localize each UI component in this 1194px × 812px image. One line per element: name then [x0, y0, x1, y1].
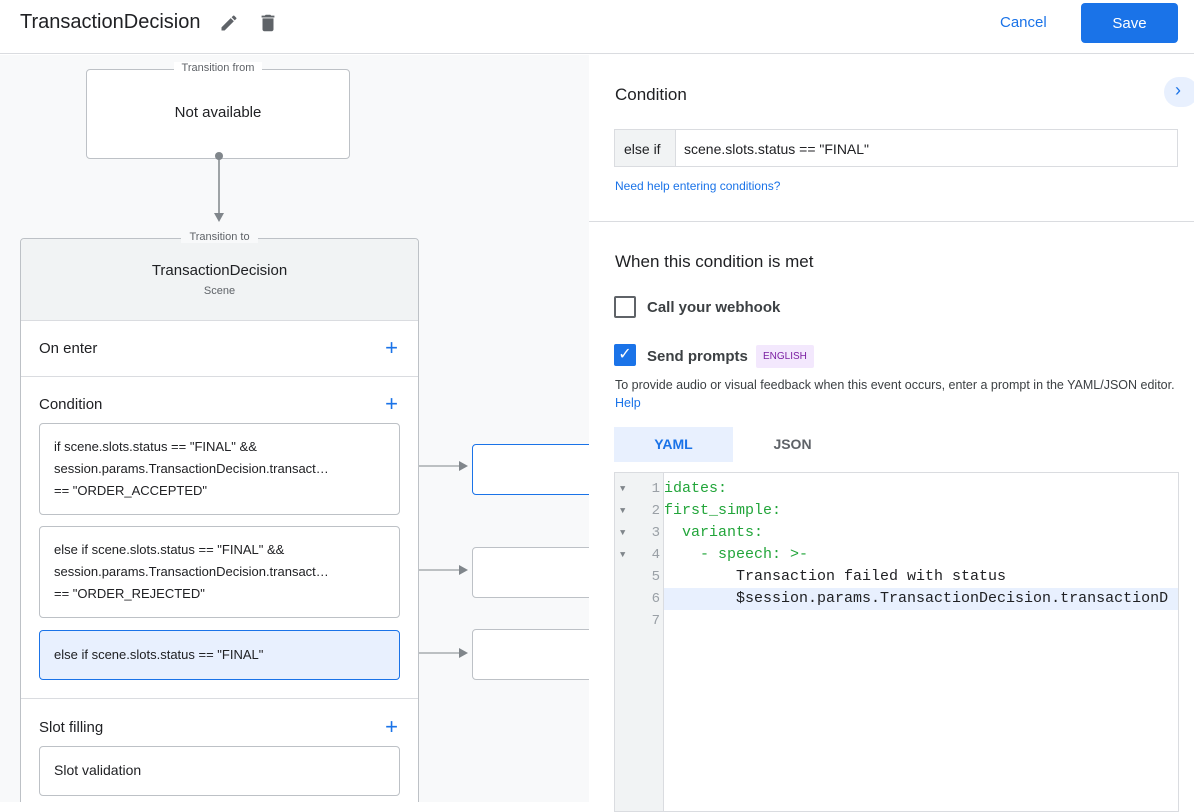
condition-help-link[interactable]: Need help entering conditions? — [615, 179, 781, 193]
add-icon[interactable]: + — [385, 391, 398, 416]
line-number: 6 — [651, 591, 660, 607]
fold-icon[interactable]: ▼ — [620, 484, 626, 494]
flow-canvas: Transition from Not available Transition… — [0, 55, 589, 802]
transition-to-legend: Transition to — [181, 231, 258, 243]
condition-panel: › Condition else if scene.slots.status =… — [589, 55, 1194, 812]
on-enter-label: On enter — [39, 340, 98, 357]
webhook-checkbox[interactable] — [614, 296, 636, 318]
transition-target[interactable] — [472, 629, 589, 680]
scene-card: Transition to TransactionDecision Scene … — [20, 231, 419, 802]
code-line: 3 ▼ variants: — [620, 522, 1178, 544]
line-number: 7 — [651, 613, 660, 629]
top-bar: TransactionDecision Cancel Save — [0, 0, 1194, 54]
code-text: Transaction failed with status — [664, 568, 1007, 585]
code-text: $session.params.TransactionDecision.tran… — [664, 590, 1169, 607]
condition-line: else if scene.slots.status == "FINAL" — [54, 647, 264, 662]
edit-icon[interactable] — [219, 13, 239, 33]
code-line: 5 Transaction failed with status — [652, 566, 1178, 588]
line-number: 2 — [651, 503, 660, 519]
on-enter-section[interactable]: On enter + — [21, 320, 418, 376]
transition-from-legend: Transition from — [173, 62, 263, 74]
code-text: idates: — [664, 480, 728, 497]
code-line: 7 — [652, 610, 1178, 632]
delete-icon[interactable] — [257, 11, 279, 35]
transition-from-box: Transition from Not available — [86, 62, 350, 159]
webhook-label: Call your webhook — [647, 299, 781, 316]
collapse-panel-icon[interactable]: › — [1164, 77, 1194, 107]
code-line: 4 ▼ - speech: >- — [620, 544, 1178, 566]
save-button[interactable]: Save — [1081, 3, 1178, 43]
code-text: first_simple: — [664, 502, 782, 519]
editor-gutter — [615, 473, 664, 811]
condition-value[interactable]: scene.slots.status == "FINAL" — [684, 141, 870, 157]
transition-target[interactable] — [472, 444, 589, 495]
divider — [589, 221, 1194, 222]
prompt-description: To provide audio or visual feedback when… — [615, 376, 1175, 412]
line-number: 5 — [651, 569, 660, 585]
condition-input[interactable]: else if scene.slots.status == "FINAL" — [614, 129, 1178, 167]
code-line: 2 ▼ first_simple: — [620, 500, 1178, 522]
condition-title: Condition — [615, 85, 687, 104]
slot-filling-section: Slot filling + Slot validation — [21, 698, 418, 802]
yaml-editor[interactable]: 1 ▼ idates:2 ▼ first_simple:3 ▼ variants:4 ▼ -… — [614, 472, 1179, 812]
page-title: TransactionDecision — [20, 11, 201, 33]
description-text: To provide audio or visual feedback when… — [615, 378, 1175, 392]
condition-item[interactable]: if scene.slots.status == "FINAL" && sess… — [39, 423, 400, 515]
help-link[interactable]: Help — [615, 396, 641, 410]
scene-name: TransactionDecision — [151, 262, 288, 279]
slot-validation-item[interactable]: Slot validation — [39, 746, 400, 796]
transition-from-value: Not available — [174, 104, 262, 121]
language-badge: ENGLISH — [756, 345, 814, 368]
transition-target[interactable] — [472, 547, 589, 598]
fold-icon[interactable]: ▼ — [620, 506, 626, 516]
condition-line: session.params.TransactionDecision.trans… — [54, 461, 329, 476]
add-icon[interactable]: + — [385, 714, 398, 739]
tab-yaml[interactable]: YAML — [614, 427, 733, 462]
prompts-checkbox[interactable]: ✓ — [614, 344, 636, 366]
scene-type: Scene — [203, 285, 236, 297]
condition-item[interactable]: else if scene.slots.status == "FINAL" &&… — [39, 526, 400, 618]
condition-prefix: else if — [615, 130, 676, 166]
condition-line: if scene.slots.status == "FINAL" && — [54, 439, 257, 454]
code-text: variants: — [664, 524, 764, 541]
code-line: 6 $session.params.TransactionDecision.tr… — [652, 588, 1178, 610]
line-number: 3 — [651, 525, 660, 541]
cancel-button[interactable]: Cancel — [1000, 14, 1047, 31]
met-title: When this condition is met — [615, 252, 814, 271]
fold-icon[interactable]: ▼ — [620, 528, 626, 538]
prompts-label: Send prompts — [647, 348, 748, 365]
add-icon[interactable]: + — [385, 335, 398, 360]
line-number: 1 — [651, 481, 660, 497]
condition-line: == "ORDER_ACCEPTED" — [54, 483, 207, 498]
fold-icon[interactable]: ▼ — [620, 550, 626, 560]
condition-line: session.params.TransactionDecision.trans… — [54, 564, 329, 579]
slot-validation-label: Slot validation — [54, 762, 142, 778]
condition-item-selected[interactable]: else if scene.slots.status == "FINAL" — [39, 630, 400, 680]
code-line: 1 ▼ idates: — [620, 478, 1178, 500]
code-text: - speech: >- — [664, 546, 809, 563]
condition-line: == "ORDER_REJECTED" — [54, 586, 205, 601]
condition-line: else if scene.slots.status == "FINAL" && — [54, 542, 285, 557]
condition-section: Condition + if scene.slots.status == "FI… — [21, 376, 418, 698]
line-number: 4 — [651, 547, 660, 563]
tab-json[interactable]: JSON — [773, 436, 812, 452]
slot-filling-label: Slot filling — [39, 719, 104, 736]
condition-label: Condition — [39, 396, 103, 413]
